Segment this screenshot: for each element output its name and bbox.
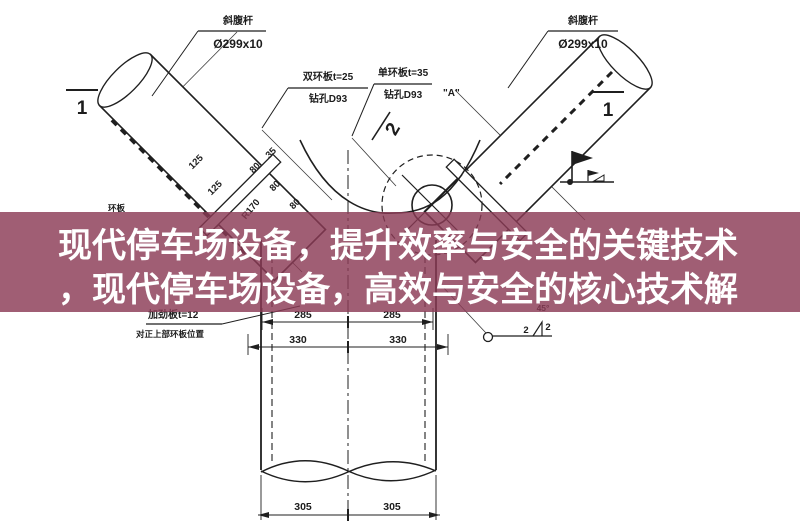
leader-line bbox=[261, 87, 289, 129]
section-mark-1-left: 1 bbox=[66, 89, 98, 119]
bevel-symbol bbox=[532, 319, 543, 337]
dim-285-right: 285 bbox=[383, 309, 401, 321]
field-weld-flag bbox=[560, 151, 614, 185]
weld-all-around-circle bbox=[482, 331, 494, 343]
stiffener-note: 对正上部环板位置 bbox=[136, 329, 205, 339]
dim-330-left: 330 bbox=[289, 334, 307, 346]
member-label: 斜腹杆 bbox=[567, 14, 598, 27]
dim-305-left: 305 bbox=[294, 501, 312, 513]
bolt-circle-dashed bbox=[381, 154, 483, 256]
ring-plate-tag: 环板 bbox=[108, 203, 126, 213]
flag-icon-small bbox=[588, 170, 599, 176]
break-line bbox=[260, 460, 437, 482]
flag-icon bbox=[572, 151, 593, 165]
hole-label: 钻孔D93 bbox=[384, 88, 423, 101]
weld-hatch-right bbox=[498, 70, 614, 186]
title-line-1: 现代停车场设备，提升效率与安全的关键技术 bbox=[58, 227, 738, 265]
dim-285-left: 285 bbox=[294, 309, 312, 321]
callout-double-ring-plate: 双环板t=25 钻孔D93 bbox=[261, 70, 368, 129]
section-mark-2-mid: 2 bbox=[371, 111, 405, 141]
section-number: 2 bbox=[381, 119, 404, 139]
weld-size-2: 2 bbox=[545, 322, 550, 333]
callout-single-ring-plate: 单环板t=35 钻孔D93 "A" bbox=[351, 66, 460, 137]
section-mark-1-right: 1 bbox=[592, 91, 624, 121]
section-number: 1 bbox=[603, 100, 614, 121]
leader-line bbox=[507, 30, 549, 89]
weld-triangle bbox=[592, 174, 605, 182]
pipe-spec: Ø299x10 bbox=[213, 37, 263, 51]
dim-330-right: 330 bbox=[389, 334, 407, 346]
detail-a-mark: "A" bbox=[443, 88, 460, 99]
callout-top-right-brace: 斜腹杆 Ø299x10 bbox=[507, 14, 618, 89]
dimension-row-330: 330 330 bbox=[247, 334, 449, 355]
callout-top-left-brace: 斜腹杆 Ø299x10 bbox=[151, 14, 266, 97]
break-line bbox=[260, 461, 437, 483]
title-line-2: ，现代停车场设备，高效与安全的核心技术解 bbox=[58, 271, 738, 309]
ring-label: 单环板t=35 bbox=[378, 66, 429, 79]
section-number: 1 bbox=[77, 98, 88, 119]
title-overlay-band: 现代停车场设备，提升效率与安全的关键技术 ，现代停车场设备，高效与安全的核心技术… bbox=[0, 212, 800, 312]
hole-label: 钻孔D93 bbox=[309, 92, 348, 105]
dim-305-right: 305 bbox=[383, 501, 401, 513]
pipe-spec: Ø299x10 bbox=[558, 37, 608, 51]
dimension-row-305: 305 305 bbox=[258, 475, 440, 521]
weld-size-1: 2 bbox=[523, 325, 528, 336]
leader-line bbox=[151, 30, 199, 97]
dimension-row-285: 285 285 bbox=[261, 308, 434, 330]
leader-line bbox=[351, 83, 375, 137]
member-label: 斜腹杆 bbox=[222, 14, 253, 27]
pipe-end-ellipse bbox=[97, 52, 153, 108]
pipe-end-ellipse bbox=[597, 34, 653, 90]
ring-label: 双环板t=25 bbox=[303, 70, 354, 83]
